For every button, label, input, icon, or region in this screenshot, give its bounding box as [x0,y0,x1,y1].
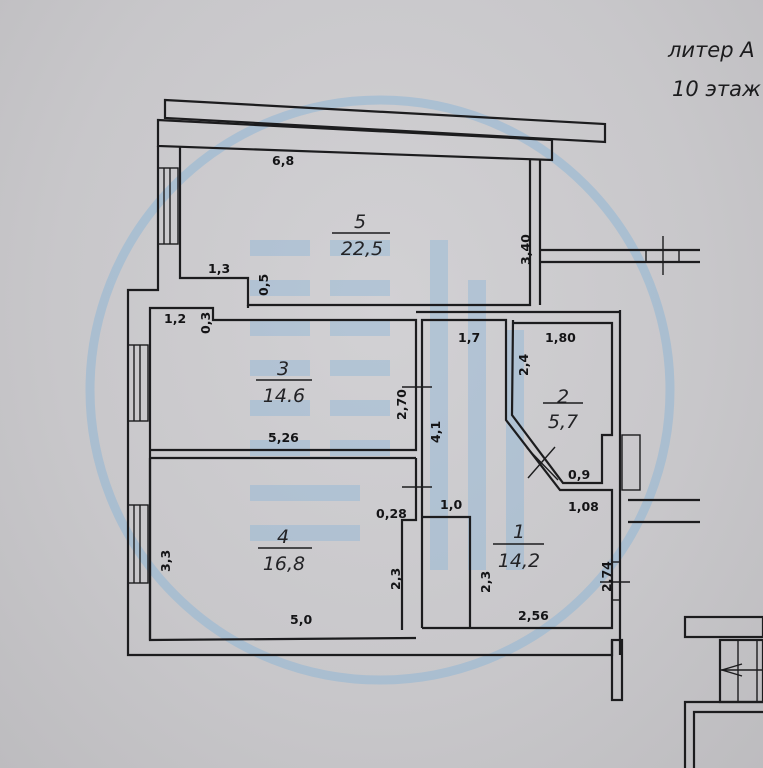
dim-room4-bottom: 5,0 [290,612,312,627]
dim-room5-top: 6,8 [272,153,294,168]
room-number: 3 [277,358,289,380]
dim-room1-right: 2,74 [599,561,614,592]
room-area: 14,2 [498,550,540,572]
room-number: 1 [513,521,525,543]
caption-building: литер А [667,38,755,62]
room-2 [416,310,641,655]
room-1-label: 1 14,2 [493,521,544,572]
dim-hall-niche-h: 2,3 [478,571,493,593]
dim-room2-left: 2,4 [516,354,531,376]
stairs-icon [683,615,763,768]
room-area: 16,8 [263,553,305,575]
dim-room3-ledge-h: 0,3 [198,312,213,334]
room-area: 5,7 [548,411,578,433]
dim-room2-top: 1,80 [545,330,576,345]
room-number: 2 [557,386,569,408]
dim-room2-bottom: 0,9 [568,467,590,482]
dim-room5-right: 3,40 [518,234,533,265]
dim-hall-niche-w: 1,0 [440,497,462,512]
dim-room4-niche-h: 2,3 [388,568,403,590]
dim-room3-right: 2,70 [394,389,409,420]
window-room5 [157,167,179,245]
room-3 [148,305,418,640]
right-wall [600,498,700,702]
room-4 [148,386,432,642]
dim-room3-bottom: 5,26 [268,430,299,445]
window-room3 [127,344,149,422]
dim-room5-ledge-h: 0,5 [256,274,271,296]
room-5-label: 5 22,5 [332,211,390,260]
window-room4 [127,504,149,584]
dim-room4-left: 3,3 [158,550,173,572]
dim-room1-top: 1,08 [568,499,599,514]
dim-corridor-left: 4,1 [428,421,443,443]
room-3-label: 3 14.6 [256,358,312,407]
balcony [156,98,607,162]
room-number: 4 [277,526,289,548]
room-2-label: 2 5,7 [543,386,583,433]
dim-room5-ledge-w: 1,3 [208,261,230,276]
dim-corridor-top: 1,7 [458,330,480,345]
room-number: 5 [354,211,366,233]
watermark-logo-icon [85,95,675,685]
caption-floor: 10 этаж [672,77,761,101]
room-area: 22,5 [341,238,383,260]
room-area: 14.6 [263,385,305,407]
dim-room1-bottom: 2,56 [518,608,549,623]
room-4-label: 4 16,8 [258,526,312,575]
dim-room3-ledge-w: 1,2 [164,311,186,326]
dim-room4-niche-w: 0,28 [376,506,407,521]
